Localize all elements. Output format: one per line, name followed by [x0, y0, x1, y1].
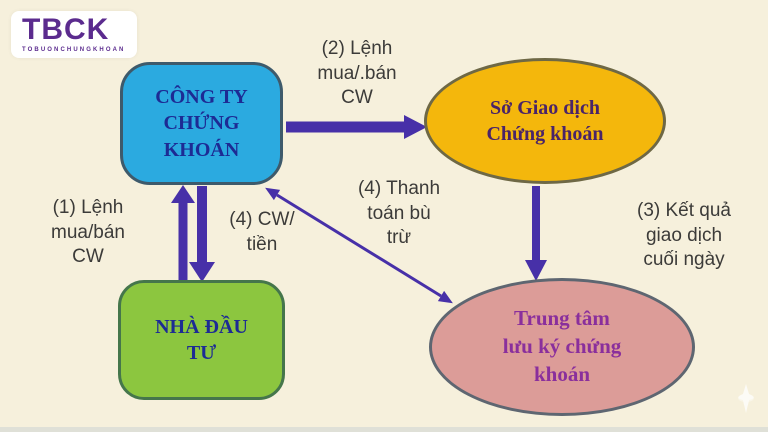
node-depository-center-label: Trung tâm lưu ký chứng khoán — [502, 306, 622, 386]
tbck-logo: TBCK TOBUONCHUNGKHOAN — [11, 11, 137, 58]
node-securities-company-label: CÔNG TY CHỨNG KHOÁN — [155, 85, 248, 161]
node-investor: NHÀ ĐẦU TƯ — [118, 280, 285, 400]
tbck-logo-subtext: TOBUONCHUNGKHOAN — [22, 47, 126, 53]
node-securities-company: CÔNG TY CHỨNG KHOÁN — [120, 62, 283, 185]
edge-label-clearing-settlement: (4) Thanh toán bù trừ — [357, 178, 441, 249]
sparkle-icon — [738, 384, 754, 413]
node-investor-label: NHÀ ĐẦU TƯ — [155, 315, 248, 364]
node-stock-exchange: Sở Giao dịch Chứng khoán — [424, 58, 666, 184]
node-depository-center: Trung tâm lưu ký chứng khoán — [429, 278, 695, 416]
node-stock-exchange-label: Sở Giao dịch Chứng khoán — [486, 96, 604, 145]
edge-label-order-company-to-exchange: (2) Lệnh mua/.bán CW — [317, 38, 397, 109]
edge-label-order-investor-to-company: (1) Lệnh mua/bán CW — [51, 197, 125, 268]
edge-label-cw-money: (4) CW/ tiền — [229, 209, 295, 255]
arrow-investor-to-company-icon — [171, 185, 195, 282]
arrow-company-to-exchange-icon — [286, 115, 427, 139]
bottom-edge-strip — [0, 427, 768, 432]
arrow-exchange-to-depository-icon — [525, 186, 547, 281]
edge-label-results-end-of-day: (3) Kết quả giao dịch cuối ngày — [637, 200, 731, 271]
tbck-logo-text: TBCK — [22, 13, 110, 46]
